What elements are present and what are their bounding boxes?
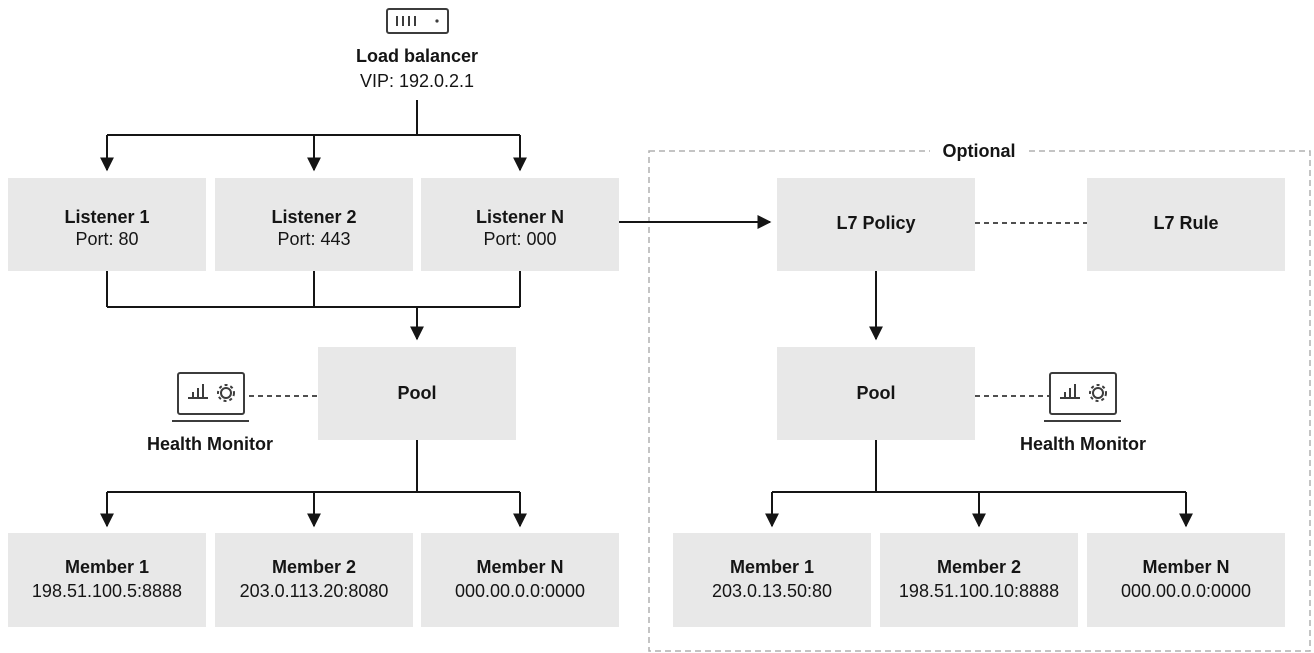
right-member-2-addr: 198.51.100.10:8888 [899, 581, 1059, 601]
listeners-to-pool-connector [106, 271, 521, 341]
load-balancer-title: Load balancer [356, 46, 478, 66]
right-member-box-n: Member N 000.00.0.0:0000 [1087, 533, 1285, 627]
load-balancer-vip: VIP: 192.0.2.1 [360, 71, 474, 91]
left-member-1-addr: 198.51.100.5:8888 [32, 581, 182, 601]
right-member-2-title: Member 2 [937, 557, 1021, 577]
listener-box-1: Listener 1 Port: 80 [8, 178, 206, 271]
left-member-n-addr: 000.00.0.0:0000 [455, 581, 585, 601]
listener-2-title: Listener 2 [271, 207, 356, 227]
listener-1-port: Port: 80 [75, 229, 138, 249]
listener-n-title: Listener N [476, 207, 564, 227]
right-member-box-1: Member 1 203.0.13.50:80 [673, 533, 871, 627]
left-member-box-1: Member 1 198.51.100.5:8888 [8, 533, 206, 627]
listener-1-title: Listener 1 [64, 207, 149, 227]
right-member-n-addr: 000.00.0.0:0000 [1121, 581, 1251, 601]
left-member-box-n: Member N 000.00.0.0:0000 [421, 533, 619, 627]
left-pool-to-members-connector [100, 440, 527, 528]
right-health-monitor-icon [1044, 372, 1121, 422]
listener-box-n: Listener N Port: 000 [421, 178, 619, 271]
right-member-box-2: Member 2 198.51.100.10:8888 [880, 533, 1078, 627]
left-health-monitor-label: Health Monitor [147, 434, 273, 454]
right-pool-label: Pool [857, 383, 896, 403]
left-pool-box: Pool [318, 347, 516, 440]
right-member-n-title: Member N [1142, 557, 1229, 577]
listener-box-2: Listener 2 Port: 443 [215, 178, 413, 271]
l7-policy-label: L7 Policy [836, 213, 915, 233]
left-member-2-title: Member 2 [272, 557, 356, 577]
listener-n-port: Port: 000 [483, 229, 556, 249]
l7-policy-box: L7 Policy [777, 178, 975, 271]
right-pool-box: Pool [777, 347, 975, 440]
server-icon [386, 8, 449, 34]
left-member-box-2: Member 2 203.0.113.20:8080 [215, 533, 413, 627]
optional-label: Optional [943, 141, 1016, 161]
left-member-2-addr: 203.0.113.20:8080 [240, 581, 389, 601]
right-member-1-addr: 203.0.13.50:80 [712, 581, 832, 601]
l7-rule-label: L7 Rule [1153, 213, 1218, 233]
listener-2-port: Port: 443 [277, 229, 350, 249]
right-health-monitor-label: Health Monitor [1020, 434, 1146, 454]
left-member-n-title: Member N [476, 557, 563, 577]
optional-label-bg [930, 140, 1028, 162]
left-health-monitor-icon [172, 372, 249, 422]
lb-to-listeners-connector [100, 100, 527, 172]
right-pool-to-members-connector [765, 440, 1193, 528]
left-member-1-title: Member 1 [65, 557, 149, 577]
l7-rule-box: L7 Rule [1087, 178, 1285, 271]
right-member-1-title: Member 1 [730, 557, 814, 577]
left-pool-label: Pool [398, 383, 437, 403]
